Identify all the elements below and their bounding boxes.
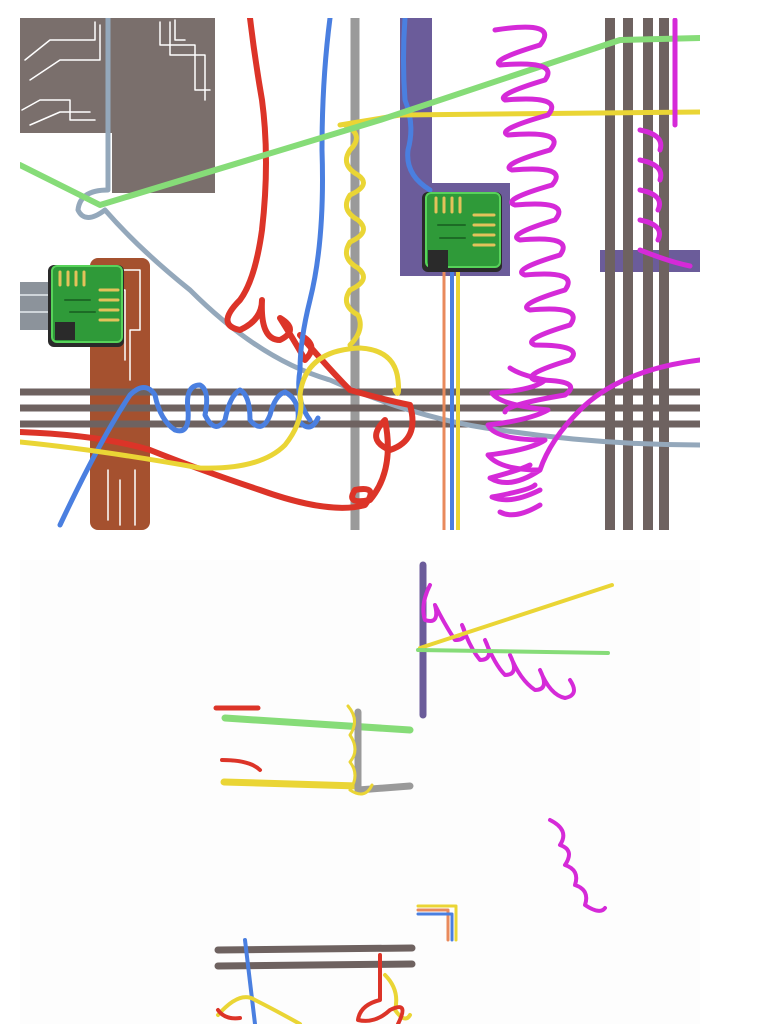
magenta-coil-lower xyxy=(485,357,700,518)
brown-metal-plate xyxy=(20,18,215,193)
circuit-chip-left xyxy=(48,265,124,347)
corner-fragment xyxy=(416,904,458,942)
green-wire xyxy=(20,35,700,208)
yellow-coil xyxy=(342,122,366,348)
blue-wire-left xyxy=(296,18,333,423)
blue-wire-right xyxy=(401,18,433,193)
blue-coil-wire xyxy=(57,382,321,528)
slate-blue-wire xyxy=(75,18,700,448)
circuit-chip-right xyxy=(422,192,502,272)
bottom-cable-fragment xyxy=(214,938,416,1024)
wiring-diagram-full xyxy=(20,18,700,530)
magenta-coil-large xyxy=(492,24,576,415)
red-wire xyxy=(20,18,416,511)
magenta-coil-fragment xyxy=(416,561,614,719)
small-coil-fragment xyxy=(548,818,607,913)
wire-stub-fragment xyxy=(213,704,414,796)
magenta-coil-right xyxy=(637,18,693,269)
wiring-diagram-fragments xyxy=(20,560,700,1024)
yellow-loop-wire xyxy=(20,345,402,471)
